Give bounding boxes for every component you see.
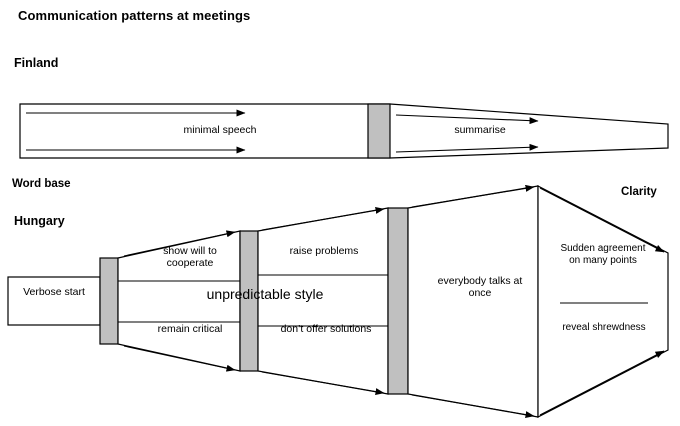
label-minimal-speech: minimal speech [183, 124, 257, 136]
label-remain-critical: remain critical [157, 323, 223, 335]
label-everybody-talks-at-once: everybody talks at once [437, 275, 523, 300]
label-show-will-to-cooperate: show will to cooperate [163, 245, 217, 270]
section-label-finland: Finland [14, 56, 59, 70]
hungary-gate-3 [387, 207, 409, 395]
finland-gate [367, 103, 391, 159]
hungary-gate-1 [99, 257, 119, 345]
label-summarise: summarise [454, 124, 506, 136]
label-verbose-start: Verbose start [23, 286, 85, 298]
page-title: Communication patterns at meetings [18, 8, 251, 23]
label-raise-problems: raise problems [289, 245, 359, 257]
label-unpredictable-style: unpredictable style [206, 286, 324, 302]
axis-label-word-base: Word base [12, 178, 71, 190]
label-reveal-shrewdness: reveal shrewdness [562, 322, 646, 333]
finland-funnel [19, 103, 669, 159]
verbose-start-box [7, 276, 101, 326]
section-label-hungary: Hungary [14, 214, 65, 228]
label-sudden-agreement: Sudden agreement on many points [560, 243, 646, 266]
axis-label-clarity: Clarity [621, 186, 657, 198]
label-dont-offer-solutions: don’t offer solutions [280, 323, 372, 335]
